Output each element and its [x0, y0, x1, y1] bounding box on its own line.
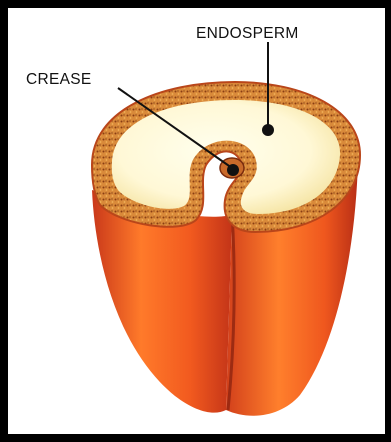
endosperm-label: ENDOSPERM	[196, 25, 299, 42]
crease-pointer-dot	[227, 164, 239, 176]
endosperm-pointer-dot	[262, 124, 274, 136]
crease-label: CREASE	[26, 71, 92, 88]
